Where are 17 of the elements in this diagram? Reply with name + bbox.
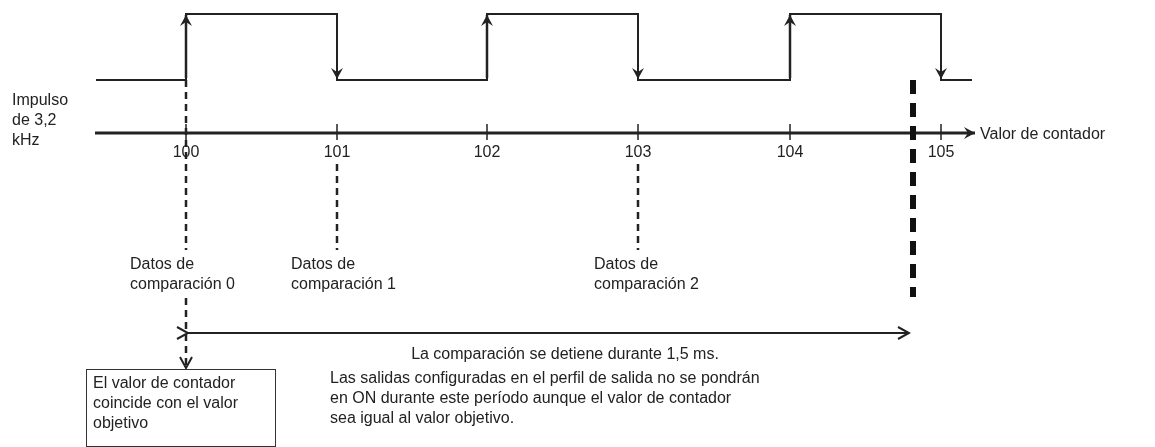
leader-line — [636, 164, 640, 250]
note-box: El valor de contador coincide con el valor objetivo — [86, 369, 276, 447]
annotation-text: Datos de comparación 0 — [130, 254, 280, 294]
tick-label: 102 — [471, 142, 503, 162]
signal-label: Impulso de 3,2 kHz — [12, 90, 70, 150]
dimension-label: La comparación se detiene durante 1,5 ms. — [410, 344, 720, 364]
annotation-text: Datos de comparación 1 — [291, 254, 441, 294]
leader-line — [335, 164, 339, 250]
tick-label: 104 — [774, 142, 806, 162]
tick-label: 100 — [170, 142, 202, 162]
tick-label: 101 — [321, 142, 353, 162]
annotation-text: Datos de comparación 2 — [594, 254, 744, 294]
tick-label: 105 — [925, 142, 957, 162]
axis-label: Valor de contador — [980, 124, 1107, 144]
note-text: Las salidas configuradas en el perfil de salida no se pondrán en ON durante este período aunque el valor de contador sea igual al valor objetivo. — [330, 368, 760, 428]
arrow — [179, 298, 193, 369]
tick-label: 103 — [622, 142, 654, 162]
